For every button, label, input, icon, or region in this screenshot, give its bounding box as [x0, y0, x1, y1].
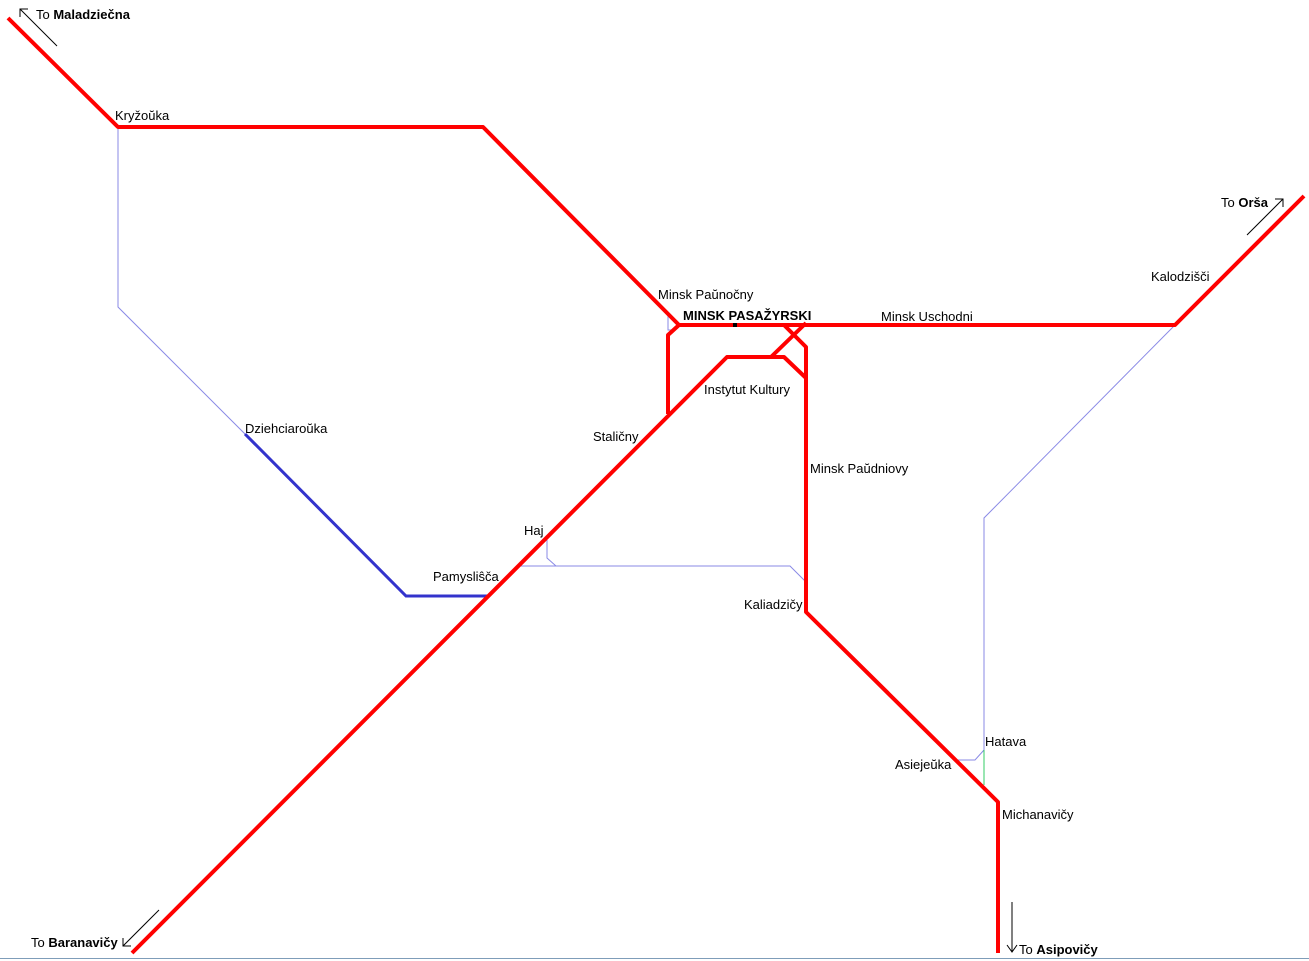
destination-label-orsa: To Orša: [1221, 195, 1269, 210]
bottom-divider: [0, 958, 1309, 959]
destination-labels: To Maladziečna To Orša To Baranavičy To …: [31, 7, 1269, 957]
direction-arrows: [19, 8, 1284, 953]
station-label-instytut-kultury: Instytut Kultury: [704, 382, 790, 397]
station-label-minsk-uschodni: Minsk Uschodni: [881, 309, 973, 324]
arrow-baranavicy-icon: [122, 909, 160, 947]
station-labels: Kryžoŭka Minsk Paŭnočny MINSK PASAŽYRSKI…: [115, 108, 1210, 822]
main-line-maladziecna: [6, 16, 681, 327]
station-label-minsk-pasazyrski: MINSK PASAŽYRSKI: [683, 308, 811, 323]
arrow-asipovicy-icon: [1006, 902, 1018, 953]
main-line-instytut-link: [769, 321, 808, 359]
destination-label-baranavicy: To Baranavičy: [31, 935, 118, 950]
station-label-dziehciarouka: Dziehciaroŭka: [245, 421, 328, 436]
destination-label-maladziecna: To Maladziečna: [36, 7, 131, 22]
arrow-orsa-icon: [1246, 198, 1284, 236]
arrow-maladziecna-icon: [19, 8, 58, 47]
main-line-central-east: [679, 194, 1306, 327]
station-label-haj: Haj: [524, 523, 544, 538]
main-line-baranavicy: [130, 355, 808, 955]
station-label-hatava: Hatava: [985, 734, 1027, 749]
station-label-asiejeuka: Asiejeŭka: [895, 757, 952, 772]
station-marker-minsk-pasazyrski: [733, 323, 737, 327]
station-label-kalodzisci: Kalodzišči: [1151, 269, 1210, 284]
station-label-minsk-paunocny: Minsk Paŭnočny: [658, 287, 754, 302]
station-label-minsk-paudniovy: Minsk Paŭdniovy: [810, 461, 909, 476]
station-label-kryzouka: Kryžoŭka: [115, 108, 170, 123]
freight-lines: [117, 127, 1176, 761]
destination-label-asipovicy: To Asipovičy: [1019, 942, 1099, 957]
freight-line-haj-kaliadzicy: [546, 540, 807, 583]
main-line-pasazyrski-south: [782, 323, 1000, 953]
main-lines: [6, 16, 1306, 955]
station-label-michanavicy: Michanavičy: [1002, 807, 1074, 822]
station-label-pamyslisca: Pamysliŝča: [433, 569, 500, 584]
station-label-stalicny: Staličny: [593, 429, 639, 444]
freight-line-kalodzisci-hatava: [958, 324, 1176, 761]
branch-line-dziehciarouka-pamyslisca: [243, 432, 487, 598]
branch-lines: [243, 432, 487, 598]
station-label-kaliadzicy: Kaliadzičy: [744, 597, 803, 612]
main-line-central-loop-west: [666, 323, 681, 414]
freight-line-kryzouka-dziehciarouka: [117, 127, 246, 435]
